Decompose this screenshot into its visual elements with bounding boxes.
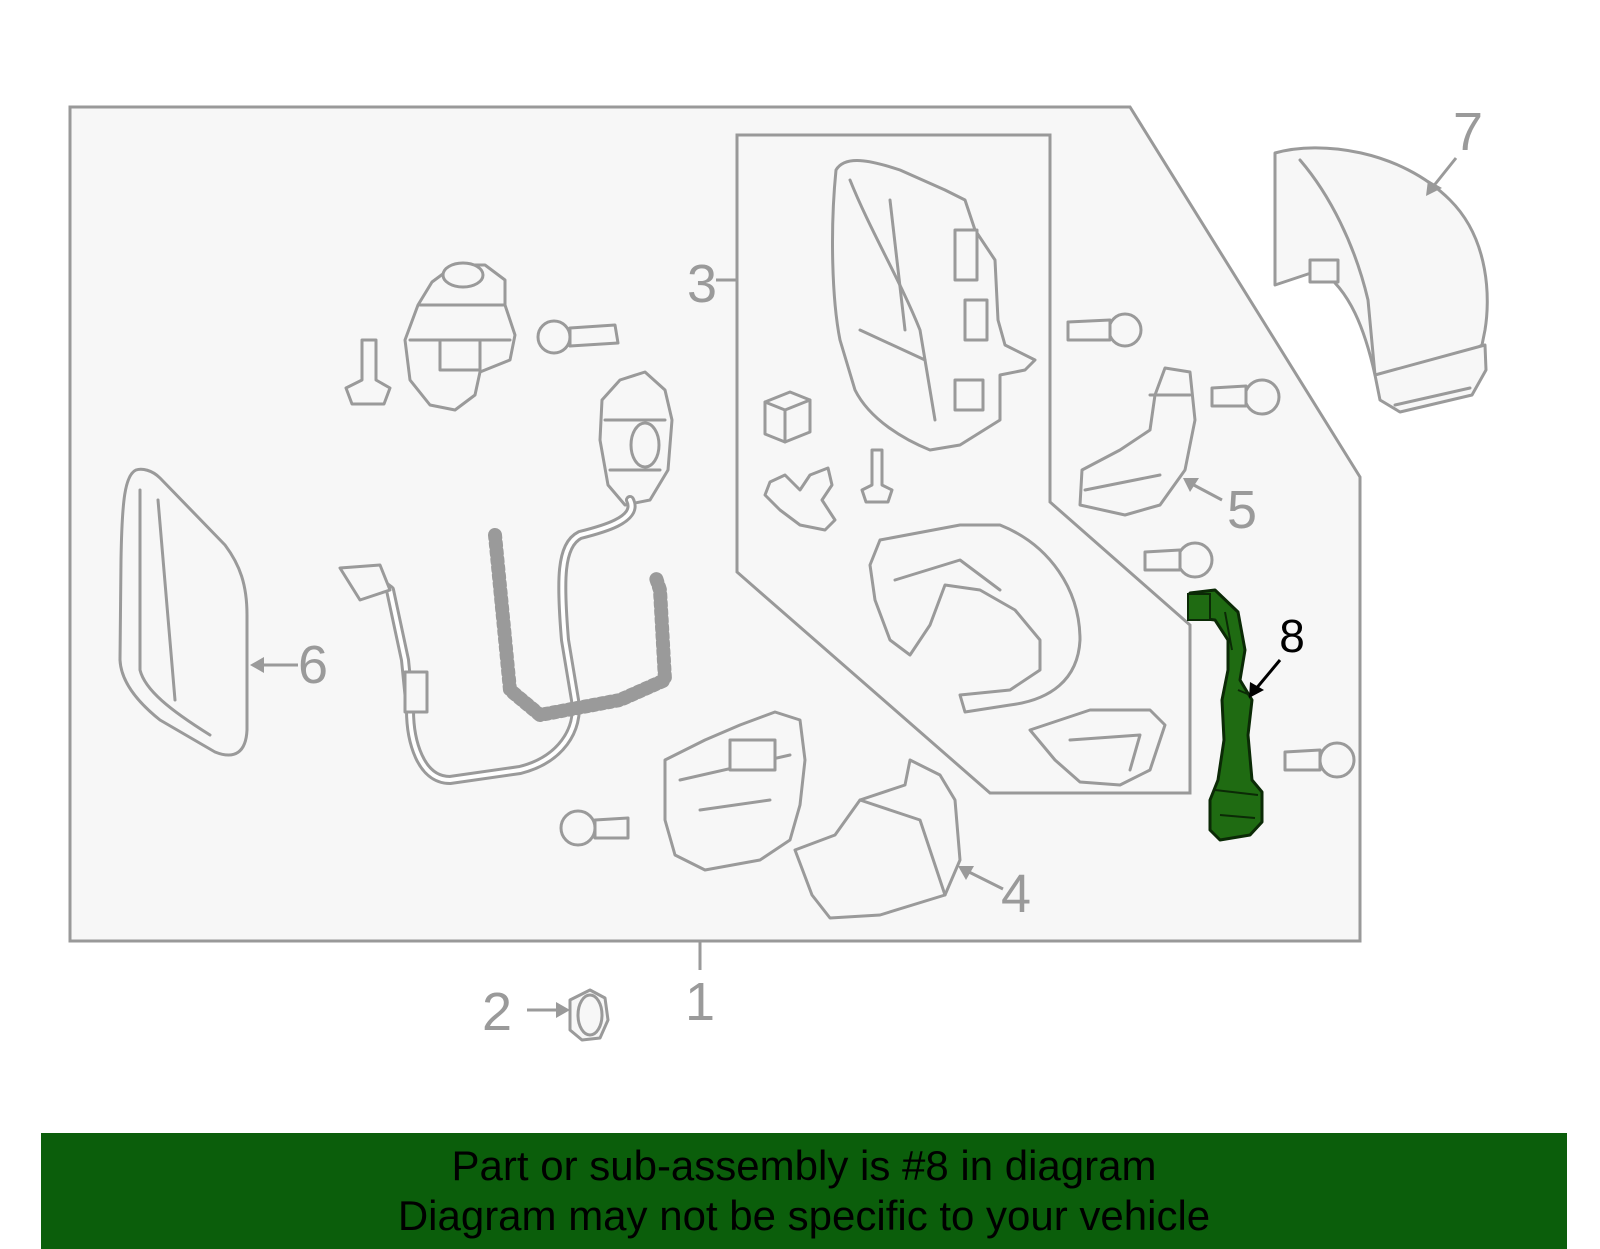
callout-4: 4: [1001, 864, 1031, 924]
banner-line-1: Part or sub-assembly is #8 in diagram: [451, 1142, 1157, 1189]
leader-lines: [250, 157, 1458, 1018]
callout-8: 8: [1279, 610, 1305, 662]
mirror-base-part: [663, 710, 807, 872]
mirror-glass-part: [118, 467, 249, 757]
base-cover-part: [793, 758, 962, 920]
mirror-cap-part: [1273, 146, 1489, 414]
wiring-harness-part: [338, 495, 672, 785]
bracket-part: [1028, 708, 1167, 787]
nut-part: [568, 988, 610, 1042]
actuator-part: [598, 370, 674, 507]
base-lower-part: [868, 523, 1082, 714]
callout-5: 5: [1227, 480, 1257, 540]
clip-part: [763, 390, 812, 444]
screw-parts: [344, 312, 1356, 847]
info-banner: Part or sub-assembly is #8 in diagram Di…: [41, 1133, 1567, 1249]
callout-2: 2: [482, 982, 512, 1042]
callout-3: 3: [687, 254, 717, 314]
wire-clip-part: [763, 466, 837, 532]
motor-assembly-part: [403, 261, 517, 412]
harness-connector-part-8: [1187, 588, 1264, 842]
callout-7: 7: [1453, 102, 1483, 162]
callout-1: 1: [685, 972, 715, 1032]
turn-signal-part: [1078, 366, 1197, 517]
banner-line-2: Diagram may not be specific to your vehi…: [397, 1192, 1211, 1239]
callout-6: 6: [298, 635, 328, 695]
mirror-housing-part: [831, 159, 1037, 452]
subassembly-outline: [735, 133, 1192, 795]
